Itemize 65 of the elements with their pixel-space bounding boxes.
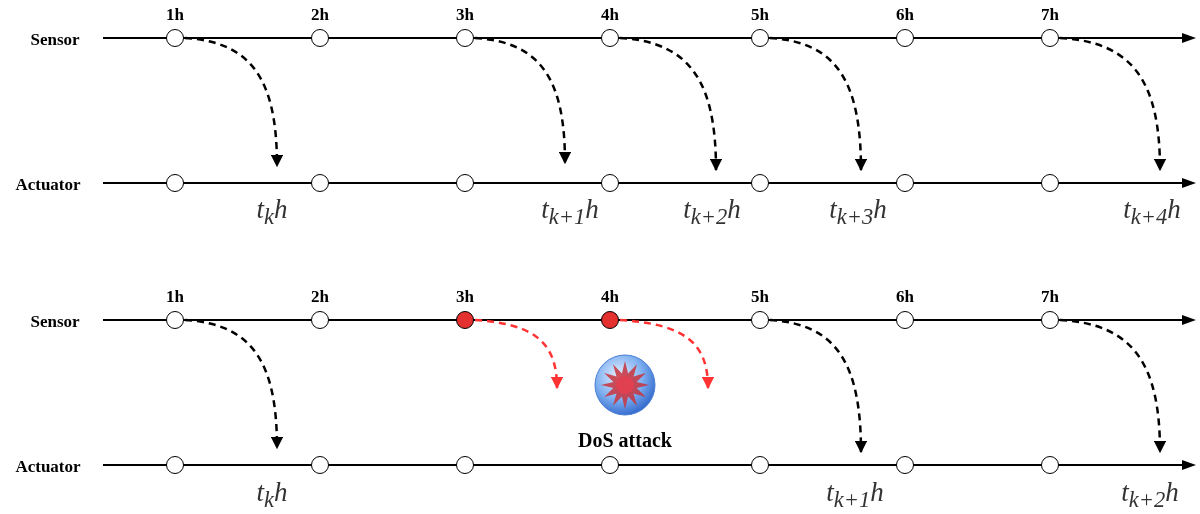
time-instant-circle <box>896 174 914 192</box>
arrow <box>184 36 283 168</box>
time-instant-circle <box>166 174 184 192</box>
arrow <box>769 318 867 454</box>
time-instant-circle <box>896 311 914 329</box>
time-instant-circle <box>751 456 769 474</box>
time-instant-circle <box>311 456 329 474</box>
sampling-time-label: 5h <box>751 287 769 307</box>
time-instant-circle <box>311 29 329 47</box>
sampling-time-label: 6h <box>896 287 914 307</box>
time-instant-circle <box>166 311 184 329</box>
time-label: t$_{k+2}$h <box>683 193 741 231</box>
time-instant-circle <box>166 456 184 474</box>
time-instant-circle <box>896 456 914 474</box>
actuator-label: Actuator <box>15 175 81 195</box>
sampling-time-label: 3h <box>456 5 474 25</box>
arrow <box>619 36 722 172</box>
time-instant-circle <box>601 174 619 192</box>
arrow <box>619 318 714 390</box>
arrow <box>474 36 571 165</box>
arrow <box>1059 36 1166 172</box>
time-instant-circle <box>751 29 769 47</box>
time-instant-circle <box>1041 456 1059 474</box>
sampling-time-label: 2h <box>311 287 329 307</box>
time-instant-circle <box>456 174 474 192</box>
arrow <box>474 318 563 390</box>
time-instant-circle <box>311 311 329 329</box>
time-label: t$_{k+4}$h <box>1123 193 1181 231</box>
time-instant-circle <box>1041 29 1059 47</box>
sampling-time-label: 5h <box>751 5 769 25</box>
sensor-label: Sensor <box>30 30 80 50</box>
sampling-time-label: 1h <box>166 287 184 307</box>
time-instant-circle <box>456 311 474 329</box>
time-instant-circle <box>311 174 329 192</box>
time-instant-circle <box>896 29 914 47</box>
sampling-time-label: 2h <box>311 5 329 25</box>
arrow <box>1059 318 1166 454</box>
sampling-time-label: 6h <box>896 5 914 25</box>
arrow <box>184 318 283 450</box>
time-instant-circle <box>751 174 769 192</box>
sampling-time-label: 1h <box>166 5 184 25</box>
time-instant-circle <box>456 29 474 47</box>
time-label: t$_{k+3}$h <box>829 193 887 231</box>
actuator-label: Actuator <box>15 457 81 477</box>
time-label: t$_{k+1}$h <box>541 193 599 231</box>
time-label: t$_{k}$h <box>256 476 288 514</box>
sampling-time-label: 7h <box>1041 287 1059 307</box>
time-instant-circle <box>166 29 184 47</box>
sensor-label: Sensor <box>30 312 80 332</box>
sampling-time-label: 4h <box>601 287 619 307</box>
time-label: t$_{k}$h <box>256 193 288 231</box>
time-instant-circle <box>1041 174 1059 192</box>
attack-label: DoS attack <box>578 428 672 452</box>
time-label: t$_{k+1}$h <box>826 476 884 514</box>
sampling-time-label: 4h <box>601 5 619 25</box>
sampling-time-label: 3h <box>456 287 474 307</box>
time-instant-circle <box>601 456 619 474</box>
time-instant-circle <box>601 29 619 47</box>
time-instant-circle <box>1041 311 1059 329</box>
arrow <box>769 36 867 172</box>
time-instant-circle <box>751 311 769 329</box>
sampling-time-label: 7h <box>1041 5 1059 25</box>
time-instant-circle <box>601 311 619 329</box>
time-instant-circle <box>456 456 474 474</box>
time-label: t$_{k+2}$h <box>1121 476 1179 514</box>
